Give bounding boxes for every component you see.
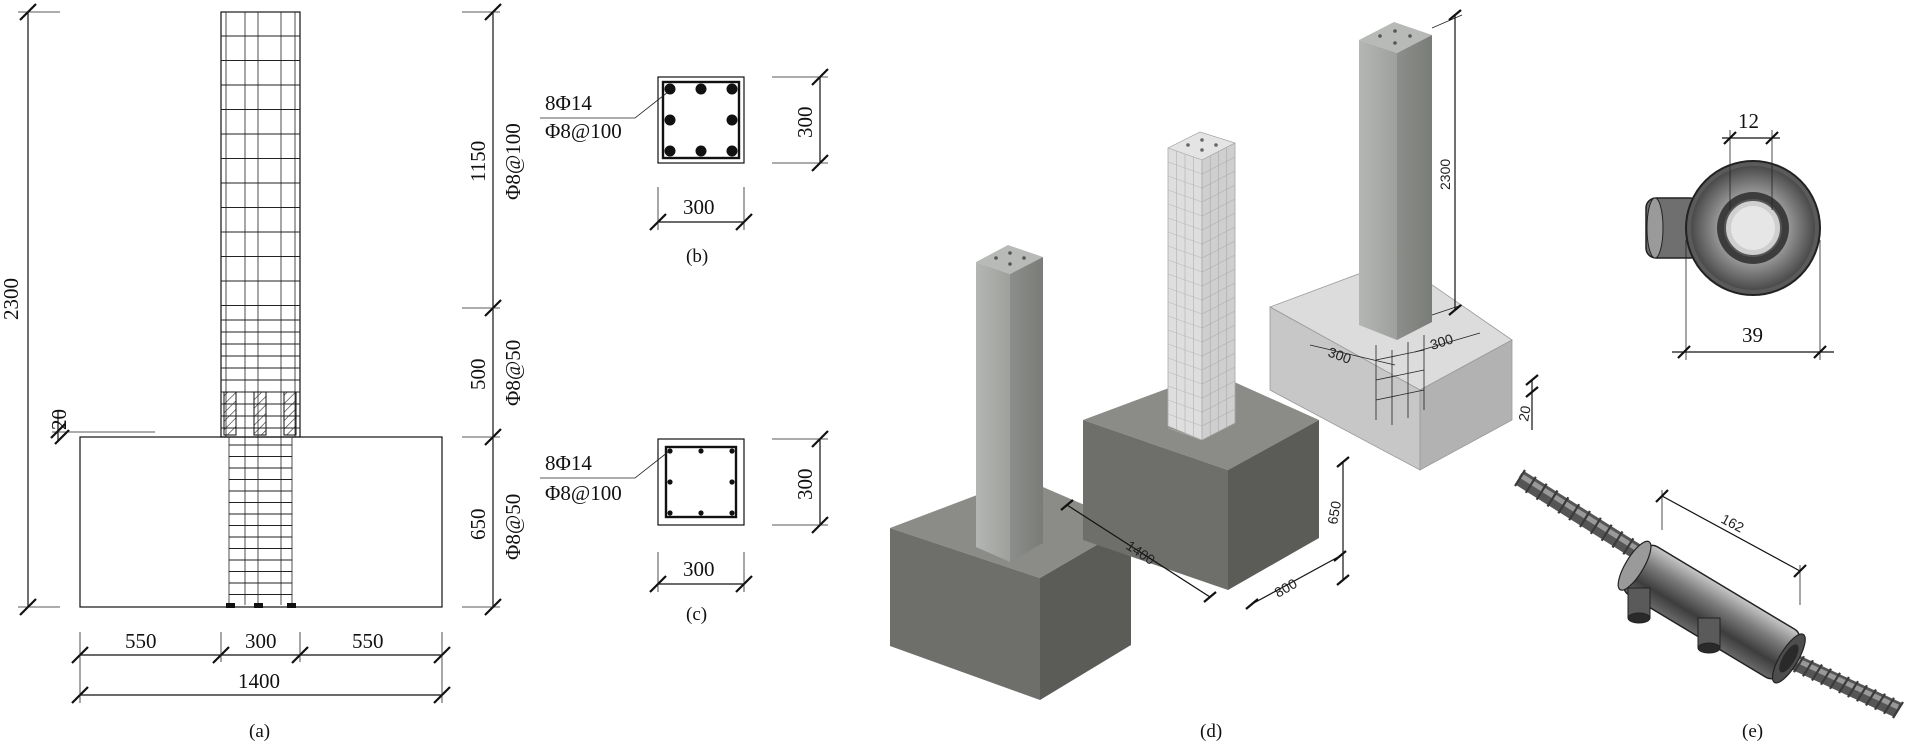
a-width-left: 550 [125, 629, 157, 653]
a-seg-low-stirrup: Φ8@50 [501, 494, 525, 560]
d-specimen-3 [1269, 22, 1513, 471]
a-small-dim: 20 [47, 409, 71, 430]
d-base-height: 650 [1324, 500, 1344, 526]
panel-c-section: 8Φ14 Φ8@100 300 300 (c) [540, 430, 829, 625]
a-width-right: 550 [352, 629, 384, 653]
b-caption: (b) [686, 246, 708, 267]
b-rebars [664, 83, 738, 157]
c-width: 300 [683, 557, 715, 581]
e-coupler-body [1617, 540, 1806, 684]
a-height-total: 2300 [0, 278, 23, 320]
d-col-width-2: 300 [1428, 330, 1455, 353]
a-seg-upper-stirrup: Φ8@100 [501, 123, 525, 200]
a-caption: (a) [249, 721, 270, 742]
d-col-width-1: 300 [1326, 344, 1354, 367]
a-seg-mid: 500 [466, 359, 490, 391]
e-outer-dim: 39 [1742, 323, 1763, 347]
panel-e-coupler: 12 39 162 (e) [1514, 109, 1904, 742]
panel-a-elevation: 2300 20 1150 Φ8@100 [0, 3, 525, 742]
a-seg-mid-stirrup: Φ8@50 [501, 340, 525, 406]
b-width: 300 [683, 195, 715, 219]
panel-b-section: 8Φ14 Φ8@100 300 300 (b) [540, 68, 829, 267]
c-height: 300 [793, 469, 817, 501]
d-specimen-2 [1083, 131, 1319, 590]
a-seg-upper: 1150 [466, 141, 490, 182]
e-caption: (e) [1742, 721, 1763, 742]
a-column-stirrups [221, 35, 300, 595]
a-width-mid: 300 [245, 629, 277, 653]
c-rebars [667, 448, 735, 516]
d-base-width: 800 [1272, 575, 1300, 601]
e-inner-dim: 12 [1738, 109, 1759, 133]
panel-d-3d-models: 2300 300 300 20 650 1400 800 (d) [890, 9, 1539, 742]
e-length-dim: 162 [1719, 511, 1747, 536]
d-rebar-cage [1167, 142, 1236, 441]
a-width-total: 1400 [238, 669, 280, 693]
b-rebar-label: 8Φ14 [545, 91, 592, 115]
b-stirrup-label: Φ8@100 [545, 119, 622, 143]
a-seg-low: 650 [466, 509, 490, 541]
c-caption: (c) [686, 604, 707, 625]
e-grout-port-2 [1697, 617, 1721, 654]
e-rebar-right [1784, 651, 1904, 719]
c-stirrup-label: Φ8@100 [545, 481, 622, 505]
d-column-height: 2300 [1437, 159, 1453, 190]
e-grout-port-1 [1627, 587, 1651, 624]
d-caption: (d) [1200, 721, 1222, 742]
b-height: 300 [793, 107, 817, 139]
d-gap: 20 [1515, 404, 1533, 422]
c-rebar-label: 8Φ14 [545, 451, 592, 475]
